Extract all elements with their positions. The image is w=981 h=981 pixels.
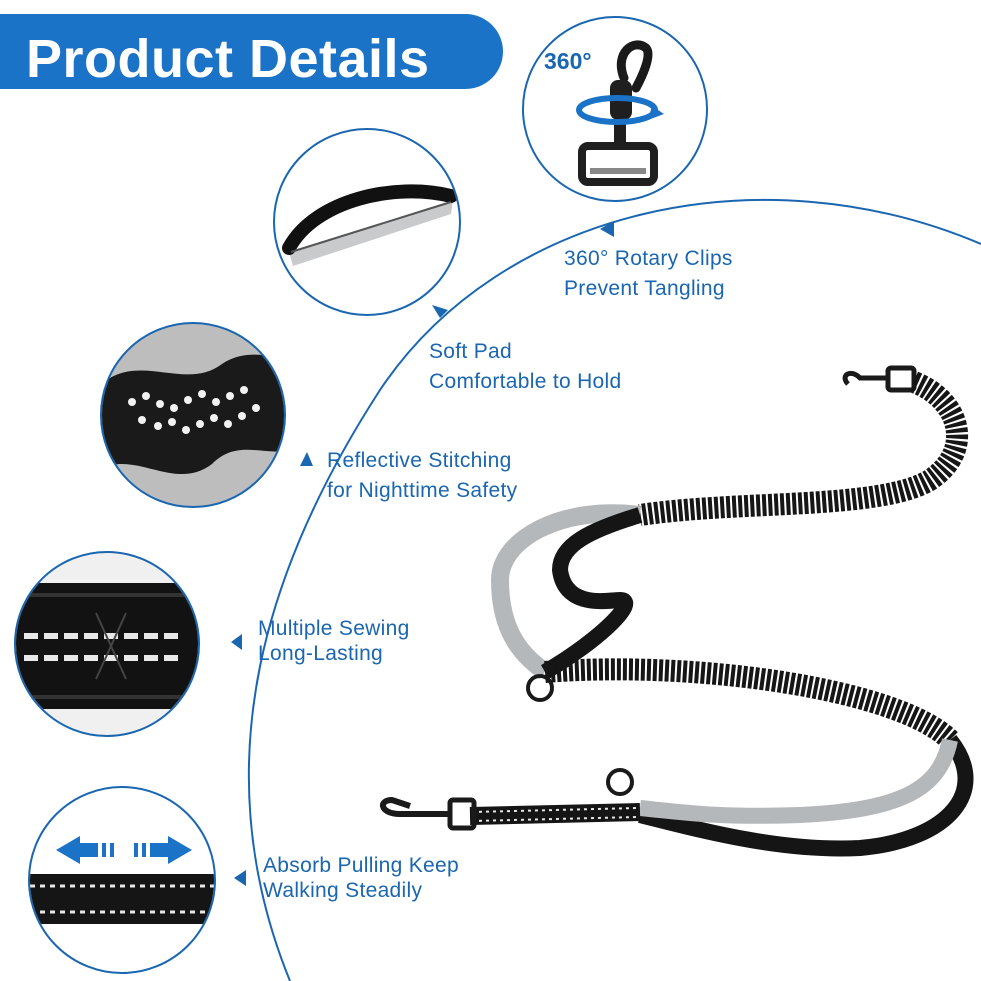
banner-title: Product Details <box>26 29 430 89</box>
top-clip-icon <box>842 365 917 393</box>
d-ring-icon <box>606 768 634 796</box>
feature-line: Walking Steadily <box>263 879 423 902</box>
feature-multiple-sewing: Multiple Sewing Long-Lasting <box>258 616 410 666</box>
arrow-marker-icon <box>432 305 448 318</box>
d-ring-icon <box>526 674 554 702</box>
feature-line: Prevent Tangling <box>564 277 725 300</box>
stitched-webbing-icon <box>16 583 198 709</box>
arrow-marker-icon <box>231 634 242 650</box>
padded-handle-icon <box>282 184 458 266</box>
feature-line: Absorb Pulling Keep <box>263 854 459 877</box>
feature-soft-pad: Soft Pad Comfortable to Hold <box>429 337 621 397</box>
arrow-marker-icon <box>600 221 614 237</box>
feature-reflective-stitching: Reflective Stitching for Nighttime Safet… <box>327 446 517 506</box>
swivel-clip-circle <box>522 16 708 202</box>
padded-handle-circle <box>273 128 461 316</box>
swivel-clip-icon <box>576 40 664 186</box>
title-banner: Product Details <box>0 14 503 89</box>
reflective-bungee-icon <box>102 354 284 474</box>
rotation-degree-label: 360° <box>544 48 592 74</box>
feature-line: Multiple Sewing <box>258 617 410 640</box>
feature-line: Soft Pad <box>429 340 512 363</box>
feature-line: for Nighttime Safety <box>327 479 518 502</box>
feature-line: Long-Lasting <box>258 642 384 665</box>
bottom-clip-icon <box>380 796 477 831</box>
feature-absorb-pulling: Absorb Pulling Keep Walking Steadily <box>263 853 459 903</box>
feature-line: 360° Rotary Clips <box>564 247 733 270</box>
feature-rotary-clips: 360° Rotary Clips Prevent Tangling <box>564 244 733 304</box>
stretch-arrows-icon <box>30 836 214 924</box>
arrow-marker-icon <box>234 870 246 886</box>
feature-line: Comfortable to Hold <box>429 370 622 393</box>
stitched-webbing-circle <box>14 551 200 737</box>
feature-line: Reflective Stitching <box>327 449 512 472</box>
stretch-arrows-circle <box>28 786 216 974</box>
reflective-bungee-circle <box>100 322 286 508</box>
arrow-marker-icon <box>300 452 313 466</box>
